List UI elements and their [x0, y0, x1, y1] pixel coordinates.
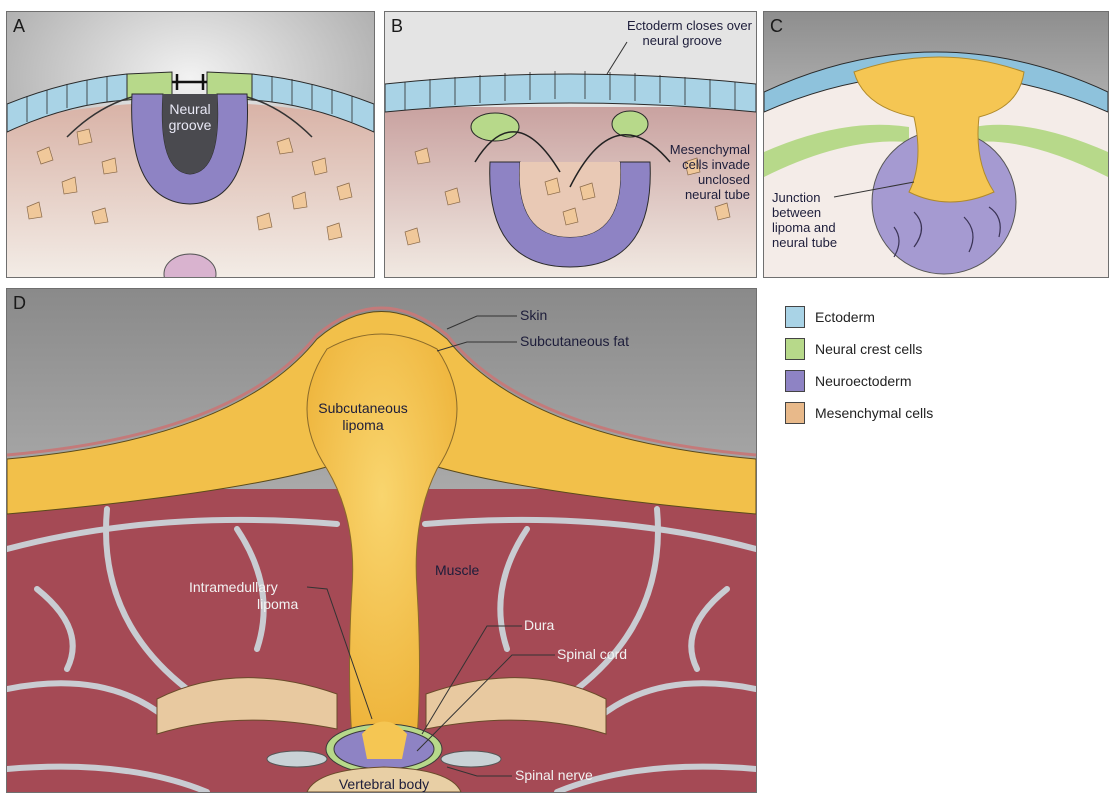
- label-vertebral-body: Vertebral body: [339, 776, 429, 792]
- legend-label: Mesenchymal cells: [815, 405, 933, 421]
- label-neural-groove-line2: groove: [169, 117, 212, 133]
- legend-label: Ectoderm: [815, 309, 875, 325]
- neural-crest-swatch-icon: [785, 338, 805, 360]
- panel-d: Skin Subcutaneous fat Subcutaneous lipom…: [6, 288, 757, 793]
- panel-b-illustration: Ectoderm closes over neural groove Mesen…: [385, 12, 756, 277]
- neuroectoderm-swatch-icon: [785, 370, 805, 392]
- ectoderm-swatch-icon: [785, 306, 805, 328]
- label-mesenchymal-line4: neural tube: [685, 187, 750, 202]
- label-mesenchymal-line1: Mesenchymal: [670, 142, 750, 157]
- label-spinal-cord: Spinal cord: [557, 646, 627, 662]
- label-mesenchymal-line3: unclosed: [698, 172, 750, 187]
- legend-label: Neural crest cells: [815, 341, 922, 357]
- label-intramedullary-line2: lipoma: [257, 596, 298, 612]
- label-junction-line4: neural tube: [772, 235, 837, 250]
- legend: Ectoderm Neural crest cells Neuroectoder…: [785, 304, 933, 432]
- label-spinal-nerve: Spinal nerve: [515, 767, 593, 783]
- label-dura: Dura: [524, 617, 555, 633]
- legend-label: Neuroectoderm: [815, 373, 912, 389]
- legend-item-mesenchymal: Mesenchymal cells: [785, 400, 933, 425]
- panel-c: Junction between lipoma and neural tube …: [763, 11, 1109, 278]
- panel-a-illustration: Neural groove: [7, 12, 374, 277]
- panel-d-illustration: Skin Subcutaneous fat Subcutaneous lipom…: [7, 289, 756, 792]
- label-intramedullary-line1: Intramedullary: [189, 579, 278, 595]
- panel-c-illustration: Junction between lipoma and neural tube: [764, 12, 1108, 277]
- legend-item-ectoderm: Ectoderm: [785, 304, 933, 329]
- label-junction-line3: lipoma and: [772, 220, 836, 235]
- panel-a-letter: A: [13, 16, 25, 37]
- label-ectoderm-line2: neural groove: [643, 33, 723, 48]
- label-subcutaneous-lipoma-line2: lipoma: [342, 417, 383, 433]
- panel-b-letter: B: [391, 16, 403, 37]
- label-ectoderm-line1: Ectoderm closes over: [627, 18, 753, 33]
- panel-c-letter: C: [770, 16, 783, 37]
- legend-item-neural-crest: Neural crest cells: [785, 336, 933, 361]
- label-subcutaneous-fat: Subcutaneous fat: [520, 333, 629, 349]
- label-junction-line2: between: [772, 205, 821, 220]
- label-junction-line1: Junction: [772, 190, 820, 205]
- label-skin: Skin: [520, 307, 547, 323]
- legend-item-neuroectoderm: Neuroectoderm: [785, 368, 933, 393]
- label-mesenchymal-line2: cells invade: [682, 157, 750, 172]
- label-subcutaneous-lipoma-line1: Subcutaneous: [318, 400, 408, 416]
- label-neural-groove-line1: Neural: [169, 101, 210, 117]
- panel-b: Ectoderm closes over neural groove Mesen…: [384, 11, 757, 278]
- mesenchymal-swatch-icon: [785, 402, 805, 424]
- panel-a: Neural groove A: [6, 11, 375, 278]
- label-muscle: Muscle: [435, 562, 480, 578]
- panel-d-letter: D: [13, 293, 26, 314]
